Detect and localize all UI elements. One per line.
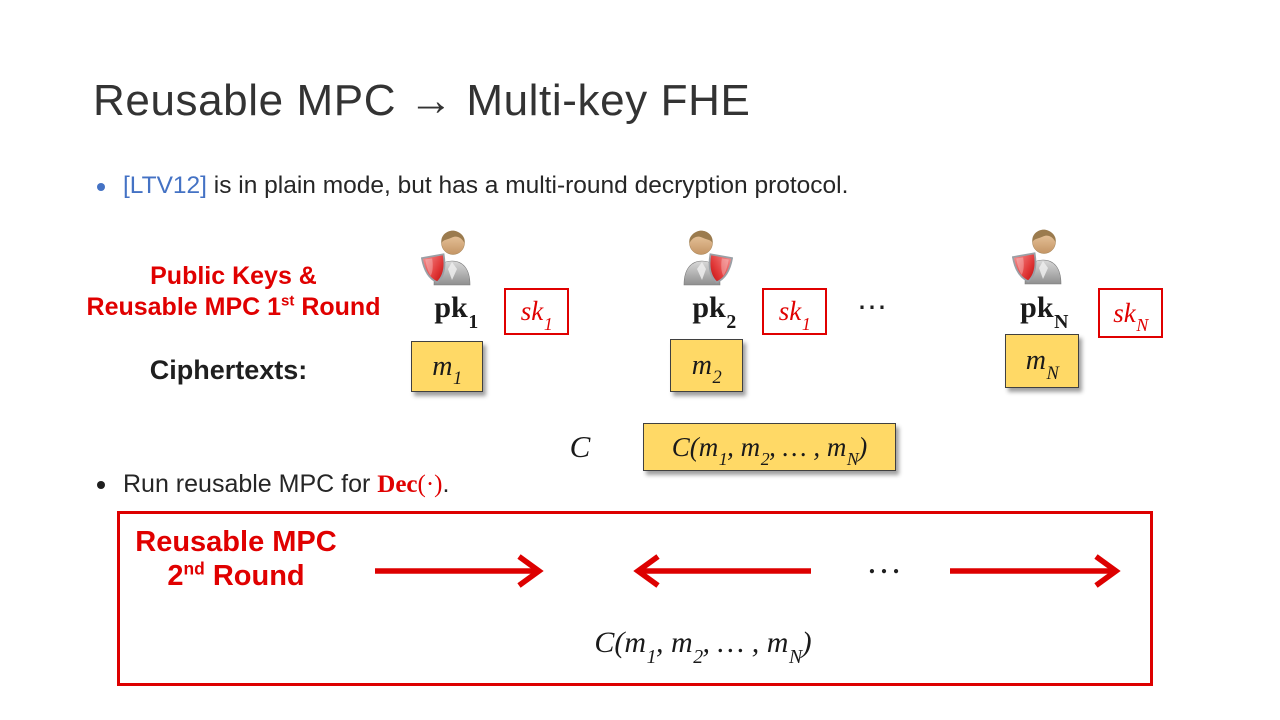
arrow-right-icon-2	[950, 554, 1121, 588]
bullet-run-mpc-text: Run reusable MPC for Dec(·).	[123, 470, 450, 498]
ciphertexts-label: Ciphertexts:	[149, 355, 308, 385]
bullet-dot-icon	[97, 183, 105, 191]
c-label: C	[569, 429, 591, 464]
skn-box: skN	[1098, 288, 1163, 338]
round1-label: Public Keys & Reusable MPC 1st Round	[86, 262, 381, 321]
m1-box: m1	[411, 341, 483, 392]
bullet-ltv12: [LTV12] is in plain mode, but has a mult…	[97, 172, 848, 200]
mn-box: mN	[1005, 334, 1079, 388]
round2-formula: C(m1, m2, … , mN)	[594, 626, 812, 668]
pk1-label: pk1	[434, 291, 479, 333]
joint-ciphertext-box: C(m1, m2, … , mN)	[643, 423, 896, 471]
pkn-label: pkN	[1020, 291, 1069, 333]
dec-function: Dec	[377, 471, 418, 498]
bullet-dot-icon	[97, 481, 105, 489]
person-shield-icon-1	[421, 228, 475, 286]
bullet-ltv12-text: [LTV12] is in plain mode, but has a mult…	[123, 172, 849, 199]
bullet-run-mpc: Run reusable MPC for Dec(·).	[97, 470, 449, 499]
pk2-label: pk2	[692, 291, 737, 333]
sk2-box: sk1	[762, 288, 827, 335]
page-title: Reusable MPC → Multi-key FHE	[93, 76, 751, 125]
arrow-left-icon	[633, 554, 811, 588]
sk1-box: sk1	[504, 288, 569, 335]
round2-rect	[117, 511, 1153, 686]
ellipsis-arrows: …	[866, 541, 904, 581]
round2-label: Reusable MPC 2nd Round	[135, 526, 337, 592]
person-shield-icon-2	[679, 228, 733, 286]
person-shield-icon-n	[1012, 227, 1066, 285]
arrow-right-icon-1	[375, 554, 544, 588]
ellipsis-parties: ⋯	[857, 291, 887, 324]
m2-box: m2	[670, 339, 743, 392]
ltv12-citation: [LTV12]	[123, 172, 207, 199]
